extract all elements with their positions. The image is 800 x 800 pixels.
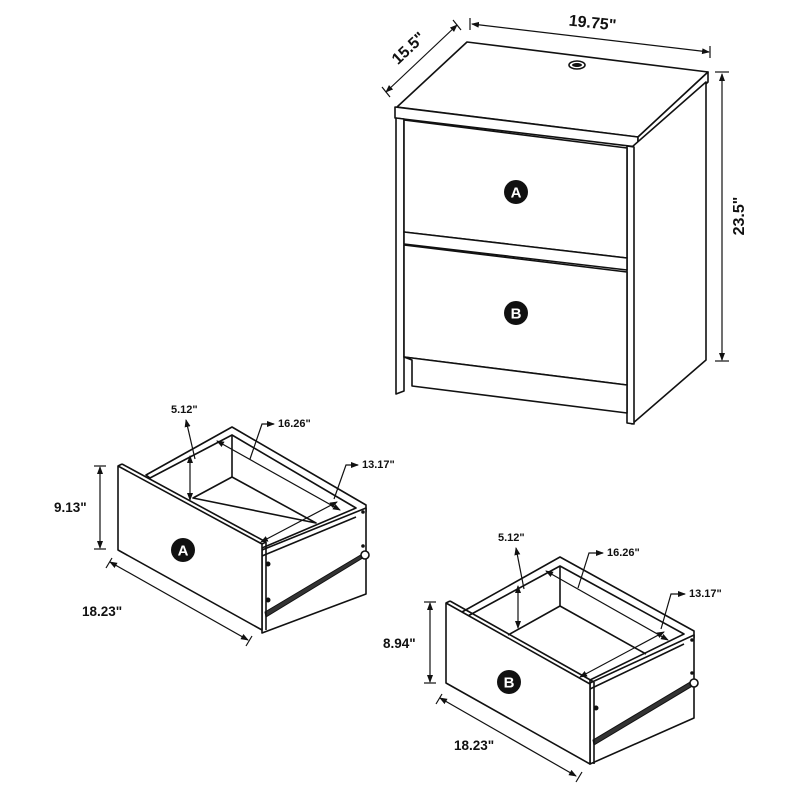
- nightstand-plinth: [403, 356, 628, 414]
- drawer-a-width-label: 18.23": [82, 604, 122, 619]
- badge-b: B: [504, 301, 528, 325]
- drawer-b-inner-width-label: 13.17": [689, 588, 722, 600]
- svg-text:A: A: [178, 543, 189, 560]
- drawer-b-inner-length-label: 16.26": [607, 547, 640, 559]
- width-dimension-line: [471, 21, 710, 55]
- nightstand: A B 19.75" 15.5" 23.5": [381, 13, 748, 425]
- drawer-a-inner-depth-label: 5.12": [171, 404, 198, 416]
- drawer-a-inner-length-label: 16.26": [278, 418, 311, 430]
- svg-text:A: A: [511, 185, 522, 202]
- depth-dimension-line: [385, 24, 458, 93]
- drawer-b-width-label: 18.23": [454, 738, 494, 753]
- drawer-b-height-label: 8.94": [383, 636, 416, 651]
- badge-a: A: [504, 180, 528, 204]
- badge-a-drawer: [171, 538, 195, 562]
- grommet-icon: [568, 60, 586, 70]
- drawer-a-height-label: 9.13": [54, 500, 87, 515]
- svg-text:B: B: [511, 306, 522, 323]
- depth-label: 15.5": [389, 29, 429, 68]
- height-label: 23.5": [731, 197, 748, 236]
- drawer-a: A 9.13" 18.23" 5.12" 16.26" 13.17": [54, 404, 395, 647]
- drawer-b: B 8.94" 18.23" 5.12" 16.26" 13.17": [383, 532, 722, 783]
- width-label: 19.75": [568, 13, 617, 35]
- drawer-a-inner-width-label: 13.17": [362, 459, 395, 471]
- svg-text:B: B: [504, 675, 515, 692]
- drawer-b-inner-depth-label: 5.12": [498, 532, 525, 544]
- badge-b-drawer: [497, 670, 521, 694]
